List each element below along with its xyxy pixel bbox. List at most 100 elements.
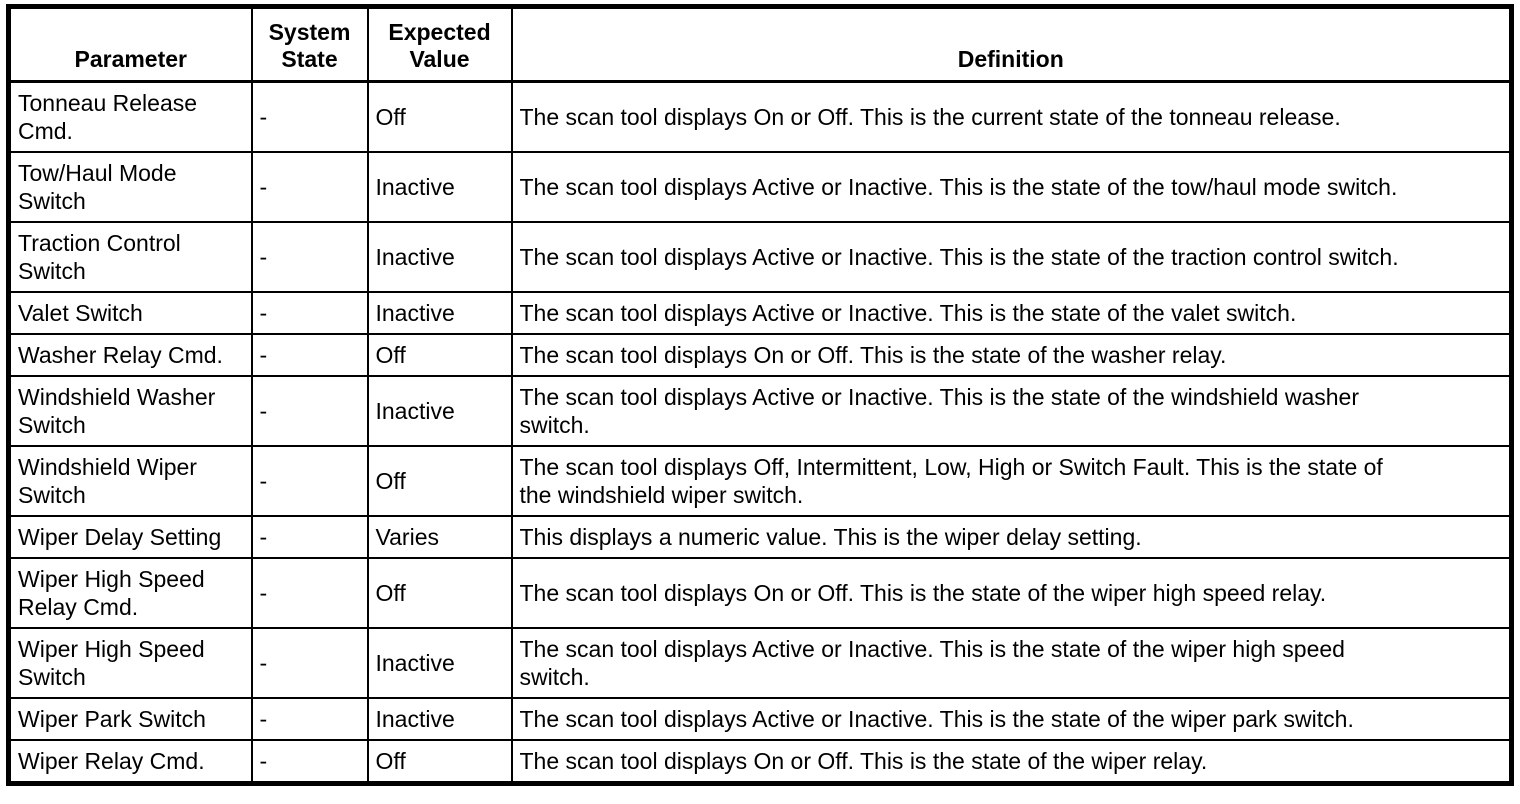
definition-cell: The scan tool displays Active or Inactiv… [510,697,1513,741]
parameter-text: Wiper Park Switch [18,706,206,732]
definition-cell: The scan tool displays Active or Inactiv… [510,375,1513,447]
definition-cell: The scan tool displays Active or Inactiv… [510,221,1513,293]
definition-cell: The scan tool displays On or Off. This i… [510,557,1513,629]
parameter-cell: Traction Control Switch [7,221,253,293]
table-row: Wiper Delay Setting - Varies This displa… [7,515,1513,559]
definition-text: The scan tool displays Active or Inactiv… [519,174,1398,200]
system-state-text: - [259,244,268,270]
definition-text: The scan tool displays On or Off. This i… [519,342,1227,368]
definition-text: The scan tool displays Active or Inactiv… [519,244,1399,270]
parameter-text: Wiper Relay Cmd. [18,748,205,774]
expected-value-text: Inactive [375,174,455,200]
col-header-expected-value: Expected Value [366,5,513,83]
parameter-cell: Wiper Delay Setting [7,515,253,559]
system-state-text: - [259,468,268,494]
parameter-cell: Wiper High Speed Switch [7,627,253,699]
parameter-text: Wiper Delay Setting [18,524,222,550]
table-row: Valet Switch - Inactive The scan tool di… [7,291,1513,335]
definition-text: The scan tool displays On or Off. This i… [519,104,1341,130]
table-row: Wiper Relay Cmd. - Off The scan tool dis… [7,739,1513,785]
system-state-text: - [259,174,268,200]
definition-text: The scan tool displays Active or Inactiv… [519,636,1345,690]
definition-cell: The scan tool displays On or Off. This i… [510,80,1513,153]
expected-value-text: Inactive [375,300,455,326]
table-row: Wiper High Speed Relay Cmd. - Off The sc… [7,557,1513,629]
system-state-cell: - [250,221,369,293]
system-state-cell: - [250,445,369,517]
table-row: Tow/Haul Mode Switch - Inactive The scan… [7,151,1513,223]
expected-value-text: Varies [375,524,440,550]
parameter-cell: Tonneau Release Cmd. [7,80,253,153]
definition-cell: This displays a numeric value. This is t… [510,515,1513,559]
header-row: Parameter System State Expected Value De… [7,5,1513,83]
system-state-cell: - [250,151,369,223]
system-state-cell: - [250,291,369,335]
expected-value-cell: Inactive [366,151,513,223]
system-state-text: - [259,342,268,368]
definition-text: The scan tool displays On or Off. This i… [519,580,1327,606]
parameter-text: Washer Relay Cmd. [18,342,223,368]
col-header-system-state: System State [250,5,369,83]
expected-value-cell: Off [366,557,513,629]
expected-value-text: Off [375,104,406,130]
expected-value-cell: Inactive [366,291,513,335]
parameter-text: Tonneau Release Cmd. [18,90,198,144]
definition-cell: The scan tool displays Active or Inactiv… [510,627,1513,699]
parameter-cell: Valet Switch [7,291,253,335]
expected-value-cell: Off [366,333,513,377]
parameter-text: Valet Switch [18,300,143,326]
parameter-text: Windshield Wiper Switch [18,454,197,508]
parameter-cell: Washer Relay Cmd. [7,333,253,377]
system-state-cell: - [250,697,369,741]
parameter-text: Wiper High Speed Switch [18,636,205,690]
table-row: Traction Control Switch - Inactive The s… [7,221,1513,293]
table-row: Washer Relay Cmd. - Off The scan tool di… [7,333,1513,377]
expected-value-cell: Inactive [366,627,513,699]
system-state-cell: - [250,375,369,447]
expected-value-cell: Inactive [366,221,513,293]
system-state-cell: - [250,557,369,629]
system-state-text: - [259,398,268,424]
definition-cell: The scan tool displays Off, Intermittent… [510,445,1513,517]
parameter-text: Windshield Washer Switch [18,384,216,438]
definition-text: The scan tool displays On or Off. This i… [519,748,1208,774]
table-row: Tonneau Release Cmd. - Off The scan tool… [7,80,1513,153]
definition-text: The scan tool displays Active or Inactiv… [519,300,1297,326]
system-state-text: - [259,104,268,130]
system-state-text: - [259,580,268,606]
system-state-cell: - [250,80,369,153]
col-header-definition: Definition [510,5,1513,83]
expected-value-cell: Off [366,739,513,785]
system-state-text: - [259,300,268,326]
definition-cell: The scan tool displays On or Off. This i… [510,333,1513,377]
parameter-cell: Wiper Park Switch [7,697,253,741]
expected-value-text: Inactive [375,398,455,424]
expected-value-text: Off [375,342,406,368]
definition-cell: The scan tool displays On or Off. This i… [510,739,1513,785]
system-state-cell: - [250,515,369,559]
table-header: Parameter System State Expected Value De… [7,5,1513,83]
expected-value-text: Off [375,580,406,606]
definition-text: The scan tool displays Off, Intermittent… [519,454,1383,508]
system-state-text: - [259,650,268,676]
expected-value-text: Inactive [375,650,455,676]
definition-cell: The scan tool displays Active or Inactiv… [510,151,1513,223]
system-state-cell: - [250,627,369,699]
parameter-cell: Wiper Relay Cmd. [7,739,253,785]
expected-value-text: Inactive [375,244,455,270]
expected-value-cell: Off [366,80,513,153]
parameter-cell: Wiper High Speed Relay Cmd. [7,557,253,629]
table-row: Windshield Washer Switch - Inactive The … [7,375,1513,447]
expected-value-text: Inactive [375,706,455,732]
system-state-text: - [259,748,268,774]
system-state-cell: - [250,333,369,377]
definition-cell: The scan tool displays Active or Inactiv… [510,291,1513,335]
system-state-cell: - [250,739,369,785]
expected-value-cell: Off [366,445,513,517]
col-header-parameter: Parameter [7,5,253,83]
table-row: Wiper High Speed Switch - Inactive The s… [7,627,1513,699]
parameter-cell: Tow/Haul Mode Switch [7,151,253,223]
expected-value-cell: Varies [366,515,513,559]
expected-value-text: Off [375,468,406,494]
